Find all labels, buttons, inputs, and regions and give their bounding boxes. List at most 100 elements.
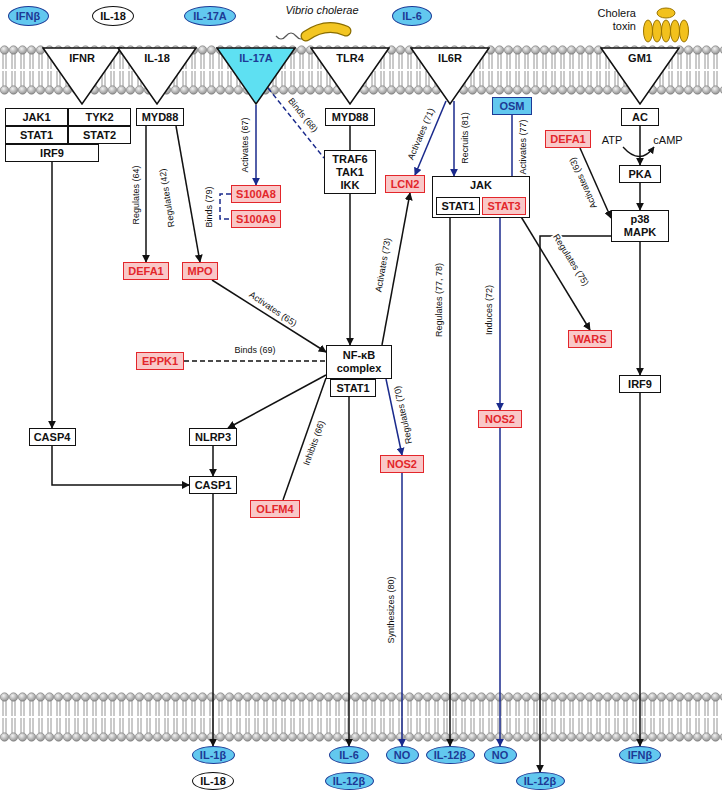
- pathway-connector: [639, 242, 641, 375]
- node-label: NOS2: [387, 458, 417, 471]
- receptor-shape: [411, 48, 489, 104]
- edge-label: Induces (72): [484, 284, 494, 336]
- node-label: IL-17A: [193, 10, 227, 23]
- node-label: DEFA1: [550, 133, 585, 146]
- protein-box: NLRP3: [189, 428, 237, 446]
- ligand-oval: IL-6: [329, 746, 369, 764]
- pathway-connector: [212, 280, 326, 352]
- node-label: STAT1: [20, 129, 53, 142]
- node-label: IFNβ: [628, 749, 652, 762]
- receptor-triangle: IL-18: [117, 47, 197, 105]
- node-label: STAT2: [83, 129, 116, 142]
- protein-box: PKA: [619, 165, 661, 183]
- node-label: IL-6: [402, 10, 422, 23]
- node-label: IL-18: [100, 10, 126, 23]
- protein-box: IRF9: [619, 375, 661, 393]
- node-label: IL-6: [339, 749, 359, 762]
- ligand-oval: IL-12β: [516, 772, 565, 790]
- ligand-oval: IL-1β: [192, 746, 235, 764]
- ligand-oval: IL-18: [92, 6, 134, 26]
- pathway-connector: [268, 88, 324, 158]
- node-label: IFNR: [69, 52, 95, 65]
- node-label: CASP1: [195, 479, 232, 492]
- node-label: IRF9: [628, 378, 652, 391]
- protein-box: JAK1: [5, 108, 68, 126]
- pathway-connector: [540, 236, 611, 772]
- node-label: LCN2: [391, 178, 420, 191]
- protein-box: STAT1: [5, 126, 68, 144]
- node-label: IL-18: [144, 52, 170, 65]
- gene-box: DEFA1: [545, 130, 591, 148]
- lipid-bilayer: [0, 692, 722, 742]
- node-label: EPPK1: [142, 355, 178, 368]
- protein-box: CASP4: [29, 428, 76, 446]
- gene-box: OLFM4: [250, 500, 300, 518]
- edge-label: Regulates (42): [157, 167, 176, 229]
- gene-box: NOS2: [380, 455, 424, 473]
- ligand-oval: IL-12β: [325, 772, 374, 790]
- node-label: JAK: [470, 179, 492, 192]
- cholera-toxin: [644, 8, 689, 42]
- edge-label: Regulates (77, 78): [434, 262, 444, 338]
- edge-label: Binds (69): [233, 345, 276, 355]
- pathway-connector: [499, 428, 501, 746]
- pathway-connector: [349, 126, 351, 150]
- protein-box: TRAF6TAK1IKK: [324, 150, 376, 194]
- node-label: IL-1β: [200, 749, 226, 762]
- node-label: TRAF6: [332, 153, 367, 166]
- pathway-connector: [349, 194, 351, 345]
- gene-box: S100A8: [231, 185, 281, 203]
- protein-box: MYD88: [325, 108, 375, 126]
- node-label: TAK1: [336, 166, 364, 179]
- pathway-connector: [401, 473, 403, 746]
- ligand-oval: IL-17A: [184, 6, 236, 26]
- pathway-connector: [449, 218, 451, 746]
- protein-box: NF-κB complex: [326, 345, 392, 379]
- toxin-subunit: [680, 20, 689, 42]
- node-label: IRF9: [40, 147, 64, 160]
- node-label: S100A8: [236, 188, 276, 201]
- molecule-label: ATP: [602, 134, 623, 147]
- node-label: MYD88: [142, 111, 179, 124]
- node-label: JAK1: [22, 111, 50, 124]
- protein-box: OSM: [492, 97, 532, 115]
- toxin-subunit: [657, 8, 675, 18]
- pathway-connector: [499, 215, 501, 410]
- receptor-triangle: TLR4: [310, 47, 390, 105]
- node-label: IL6R: [438, 52, 462, 65]
- node-label: IL-12β: [333, 775, 365, 788]
- protein-box: STAT1: [330, 379, 376, 397]
- node-label: TLR4: [336, 52, 364, 65]
- node-label: OSM: [499, 100, 524, 113]
- pathway-connector: [212, 494, 214, 746]
- protein-box: IRF9: [5, 144, 99, 162]
- node-label: MYD88: [332, 111, 369, 124]
- toxin-subunit: [671, 20, 680, 42]
- protein-box: CASP1: [189, 476, 237, 494]
- edge-label: Regulates (70): [392, 384, 414, 446]
- toxin-label: Cholera toxin: [584, 7, 636, 33]
- cell-membrane: [0, 692, 722, 742]
- gene-box: STAT3: [482, 197, 526, 215]
- node-label: WARS: [574, 333, 607, 346]
- receptor-shape: [601, 48, 679, 104]
- protein-box: STAT2: [68, 126, 131, 144]
- protein-box: TYK2: [68, 108, 131, 126]
- node-label: NF-κB complex: [331, 349, 387, 375]
- node-label: DEFA1: [128, 265, 163, 278]
- ligand-oval: IL-12β: [426, 746, 475, 764]
- pathway-connector: [52, 446, 189, 485]
- gene-box: WARS: [568, 330, 612, 348]
- node-label: IL-18: [200, 775, 226, 788]
- edge-label: Binds (79): [204, 185, 214, 228]
- pathway-connector: [639, 393, 641, 746]
- node-label: PKA: [628, 168, 651, 181]
- node-label: IFNβ: [16, 10, 40, 23]
- node-label: NOS2: [485, 413, 515, 426]
- toxin-subunit: [653, 20, 662, 42]
- node-label: NO: [394, 749, 411, 762]
- node-label: p38 MAPK: [616, 213, 664, 239]
- node-label: OLFM4: [256, 503, 293, 516]
- ligand-oval: NO: [484, 746, 517, 764]
